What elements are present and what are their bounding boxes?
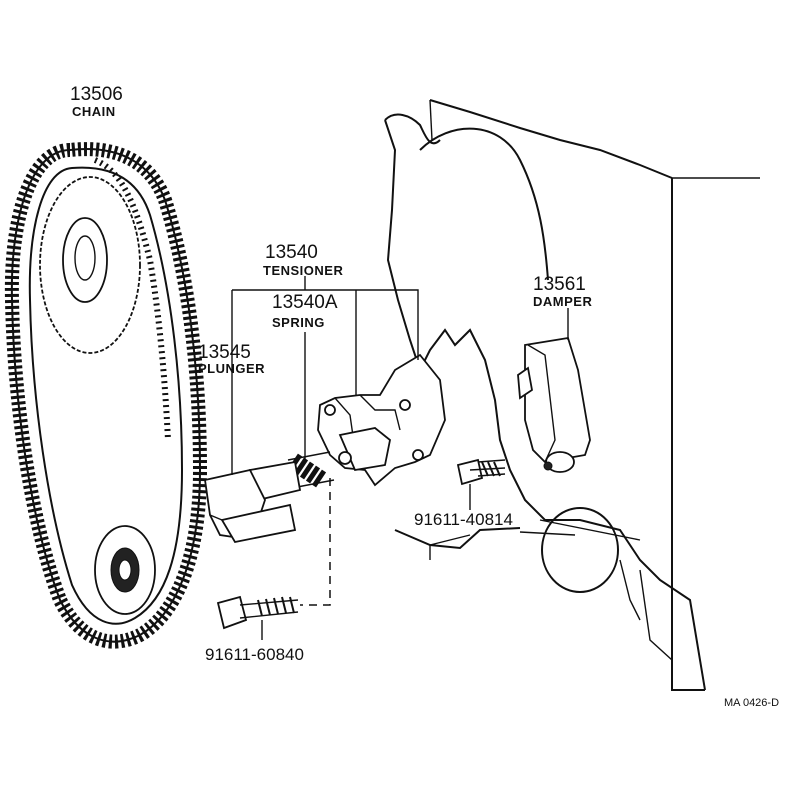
- timing-chain: [4, 142, 208, 649]
- bolt-lower: [216, 595, 299, 630]
- damper-part-name: DAMPER: [533, 294, 592, 309]
- tensioner-part-number: 13540: [265, 242, 318, 263]
- timing-cover: [384, 99, 760, 691]
- spring-part-name: SPRING: [272, 315, 325, 330]
- spring-part-number: 13540A: [272, 292, 338, 313]
- crankshaft-sprocket: [94, 525, 156, 615]
- diagram-code: MA 0426-D: [724, 697, 779, 709]
- leader-lines: [231, 276, 576, 640]
- damper-part-number: 13561: [533, 274, 586, 295]
- camshaft-sprocket: [39, 176, 141, 354]
- plunger-part-name: PLUNGER: [198, 361, 265, 376]
- plunger: [203, 460, 302, 544]
- bolt-upper-part-number: 91611-40814: [414, 510, 513, 529]
- chain-part-name: CHAIN: [72, 104, 116, 119]
- tensioner-part-name: TENSIONER: [263, 263, 343, 278]
- damper: [517, 336, 591, 473]
- bolt-upper: [456, 458, 506, 486]
- label-plunger: 13545 PLUNGER: [198, 342, 265, 376]
- bolt-lower-part-number: 91611-60840: [205, 645, 304, 664]
- label-tensioner: 13540 TENSIONER: [263, 242, 343, 278]
- plunger-part-number: 13545: [198, 342, 251, 363]
- chain-part-number: 13506: [70, 84, 123, 105]
- label-damper: 13561 DAMPER: [533, 274, 592, 309]
- label-chain: 13506 CHAIN: [70, 84, 123, 119]
- tensioner-body: [317, 353, 446, 487]
- label-spring: 13540A SPRING: [272, 292, 338, 330]
